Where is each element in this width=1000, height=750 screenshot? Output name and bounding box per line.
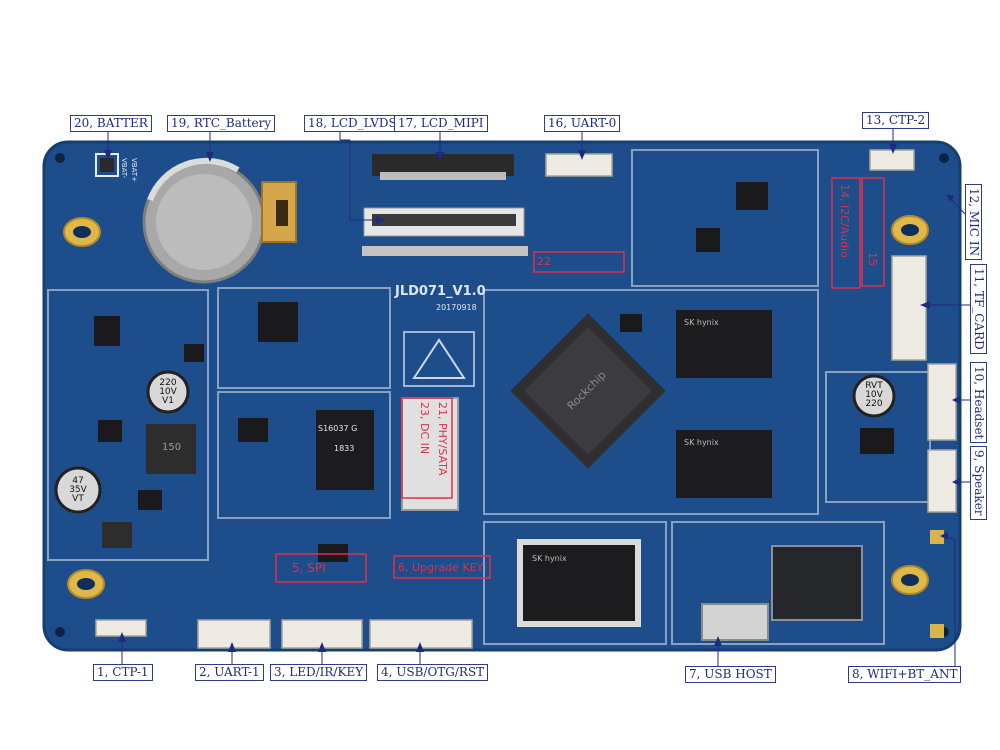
label-10-headset: 10, Headset xyxy=(970,362,987,444)
vbat-minus: VBAT- xyxy=(120,158,128,178)
label-3-led-ir-key: 3, LED/IR/KEY xyxy=(270,664,368,681)
label-17-lcd-mipi: 17, LCD_MIPI xyxy=(394,115,488,132)
label-2-uart-1: 2, UART-1 xyxy=(195,664,264,681)
ram-chips xyxy=(676,310,772,498)
label-12-mic-in: 12, MIC IN xyxy=(965,184,982,261)
rtc-battery xyxy=(142,157,297,284)
vbat-plus: VBAT+ xyxy=(130,158,138,182)
annotation-14-i2c-audio: 14, I2C/Audio xyxy=(838,184,851,258)
label-7-usb-host: 7, USB HOST xyxy=(685,666,776,683)
ethernet-chip xyxy=(316,410,374,490)
flash-chip xyxy=(517,539,641,627)
annotation-22: 22 xyxy=(537,255,551,268)
eth-chip-marking: S16037 G xyxy=(318,424,358,433)
label-11-tf-card: 11, TF_CARD xyxy=(970,264,987,354)
label-18-lcd-lvds: 18, LCD_LVDS xyxy=(304,115,401,132)
label-1-ctp-1: 1, CTP-1 xyxy=(93,664,153,681)
lcd-connectors xyxy=(362,154,528,256)
label-9-speaker: 9, Speaker xyxy=(970,446,987,520)
label-13-ctp-2: 13, CTP-2 xyxy=(862,112,930,129)
soc-chip xyxy=(510,313,666,469)
ram2-marking: SK hynix xyxy=(684,438,719,447)
annotation-21-phy-sata: 21, PHY/SATA xyxy=(436,402,449,476)
label-8-wifi-bt-ant: 8, WIFI+BT_ANT xyxy=(848,666,962,683)
ram1-marking: SK hynix xyxy=(684,318,719,327)
inductor-value: 150 xyxy=(162,442,182,453)
label-4-usb-otg-rst: 4, USB/OTG/RST xyxy=(377,664,489,681)
board-date: 20170918 xyxy=(436,303,477,312)
label-20-batter: 20, BATTER xyxy=(70,115,152,132)
label-16-uart-0: 16, UART-0 xyxy=(544,115,621,132)
eth-chip-code: 1833 xyxy=(334,444,355,453)
annotation-23-dc-in: 23, DC IN xyxy=(418,402,431,455)
board-model: JLD071_V1.0 xyxy=(395,284,486,299)
annotation-6-upgrade-key: 6, Upgrade KEY xyxy=(398,561,484,574)
label-19-rtc-battery: 19, RTC_Battery xyxy=(167,115,276,132)
wifi-module xyxy=(771,545,863,621)
flash-marking: SK hynix xyxy=(532,554,567,563)
annotation-15: 15 xyxy=(866,252,879,266)
annotation-5-spi: 5, SPI xyxy=(292,561,326,575)
